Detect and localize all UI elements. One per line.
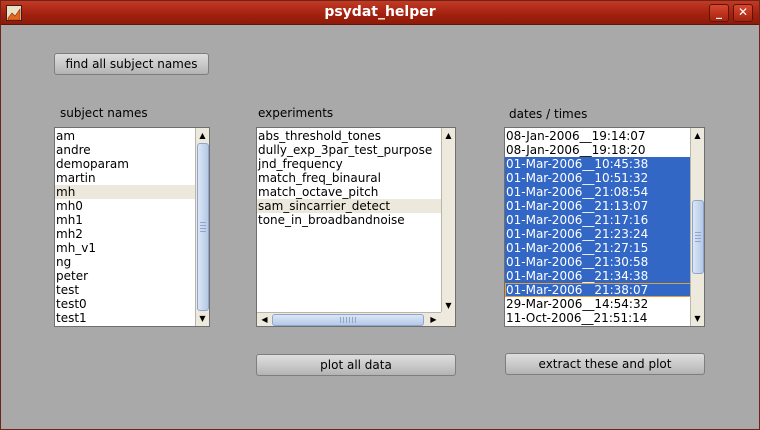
experiment-list-item[interactable]: dully_exp_3par_test_purpose bbox=[258, 143, 433, 157]
experiment-list-item[interactable]: tone_in_broadbandnoise bbox=[258, 213, 405, 227]
subject-list-item[interactable]: test bbox=[56, 283, 80, 297]
experiments-horizontal-scrollbar[interactable]: ◀ ▶ bbox=[257, 312, 441, 326]
subject-list-item[interactable]: ng bbox=[56, 255, 72, 269]
arrow-down-icon[interactable]: ▼ bbox=[445, 301, 452, 310]
subjects-label: subject names bbox=[60, 106, 148, 120]
experiment-list-item[interactable]: jnd_frequency bbox=[258, 157, 343, 171]
date-list-item[interactable]: 01-Mar-2006__10:45:38 bbox=[505, 157, 691, 171]
experiment-list-item[interactable]: abs_threshold_tones bbox=[258, 129, 382, 143]
subject-list-item[interactable]: test0 bbox=[56, 297, 87, 311]
experiment-list-item[interactable]: sam_sincarrier_detect bbox=[257, 199, 441, 213]
arrow-up-icon[interactable]: ▲ bbox=[445, 131, 452, 140]
experiments-hscroll-thumb[interactable] bbox=[272, 314, 424, 326]
date-list-item[interactable]: 01-Mar-2006__21:13:07 bbox=[505, 199, 691, 213]
subject-list-item[interactable]: demoparam bbox=[56, 157, 129, 171]
date-list-item[interactable]: 01-Mar-2006__21:27:15 bbox=[505, 241, 691, 255]
date-list-item[interactable]: 01-Mar-2006__21:30:58 bbox=[505, 255, 691, 269]
experiment-list-item[interactable]: match_octave_pitch bbox=[258, 185, 379, 199]
date-list-item[interactable]: 01-Mar-2006__21:38:07 bbox=[505, 283, 691, 297]
arrow-left-icon[interactable]: ◀ bbox=[261, 315, 268, 324]
date-list-item[interactable]: 08-Jan-2006__19:14:07 bbox=[506, 129, 646, 143]
subject-list-item[interactable]: mh bbox=[55, 185, 196, 199]
minimize-icon: _ bbox=[716, 5, 722, 19]
subject-list-item[interactable]: mh1 bbox=[56, 213, 83, 227]
date-list-item[interactable]: 01-Mar-2006__21:17:16 bbox=[505, 213, 691, 227]
date-list-item[interactable]: 01-Mar-2006__21:23:24 bbox=[505, 227, 691, 241]
date-list-item[interactable]: 29-Mar-2006__14:54:32 bbox=[506, 297, 649, 311]
subjects-vertical-scrollbar[interactable]: ▲ ▼ bbox=[195, 128, 209, 326]
minimize-button[interactable]: _ bbox=[709, 4, 729, 22]
dates-vertical-scrollbar[interactable]: ▲ ▼ bbox=[690, 128, 704, 326]
arrow-right-icon[interactable]: ▶ bbox=[430, 315, 437, 324]
date-list-item[interactable]: 11-Oct-2006__21:51:14 bbox=[506, 311, 648, 325]
date-list-item[interactable]: 08-Jan-2006__19:18:20 bbox=[506, 143, 646, 157]
title-bar[interactable]: psydat_helper _ ✕ bbox=[1, 1, 759, 25]
subject-list-item[interactable]: am bbox=[56, 129, 76, 143]
subject-list-item[interactable]: martin bbox=[56, 171, 96, 185]
arrow-down-icon[interactable]: ▼ bbox=[694, 314, 701, 323]
arrow-down-icon[interactable]: ▼ bbox=[199, 314, 206, 323]
experiments-vertical-scrollbar[interactable]: ▲ ▼ bbox=[441, 128, 455, 313]
figure-content: find all subject names subject names exp… bbox=[2, 26, 758, 428]
close-icon: ✕ bbox=[737, 5, 749, 19]
subject-list-item[interactable]: mh2 bbox=[56, 227, 83, 241]
subject-list-item[interactable]: mh0 bbox=[56, 199, 83, 213]
plot-all-data-button[interactable]: plot all data bbox=[256, 354, 456, 376]
experiment-list-item[interactable]: match_freq_binaural bbox=[258, 171, 381, 185]
subject-list-item[interactable]: test1 bbox=[56, 311, 87, 325]
arrow-up-icon[interactable]: ▲ bbox=[694, 131, 701, 140]
close-button[interactable]: ✕ bbox=[733, 4, 753, 22]
date-list-item[interactable]: 01-Mar-2006__21:34:38 bbox=[505, 269, 691, 283]
arrow-up-icon[interactable]: ▲ bbox=[199, 131, 206, 140]
find-all-subjects-button[interactable]: find all subject names bbox=[54, 53, 209, 75]
date-list-item[interactable]: 01-Mar-2006__10:51:32 bbox=[505, 171, 691, 185]
subject-list-item[interactable]: mh_v1 bbox=[56, 241, 97, 255]
subject-list-item[interactable]: peter bbox=[56, 269, 89, 283]
subject-list-item[interactable]: andre bbox=[56, 143, 91, 157]
scroll-corner bbox=[441, 312, 455, 326]
matlab-figure-icon[interactable] bbox=[6, 5, 22, 21]
dates-label: dates / times bbox=[509, 107, 588, 121]
dates-scroll-thumb[interactable] bbox=[692, 200, 704, 274]
extract-and-plot-button[interactable]: extract these and plot bbox=[505, 353, 705, 375]
window-title: psydat_helper bbox=[324, 4, 436, 20]
date-list-item[interactable]: 01-Mar-2006__21:08:54 bbox=[505, 185, 691, 199]
experiments-label: experiments bbox=[258, 106, 334, 120]
subjects-scroll-thumb[interactable] bbox=[197, 143, 209, 311]
